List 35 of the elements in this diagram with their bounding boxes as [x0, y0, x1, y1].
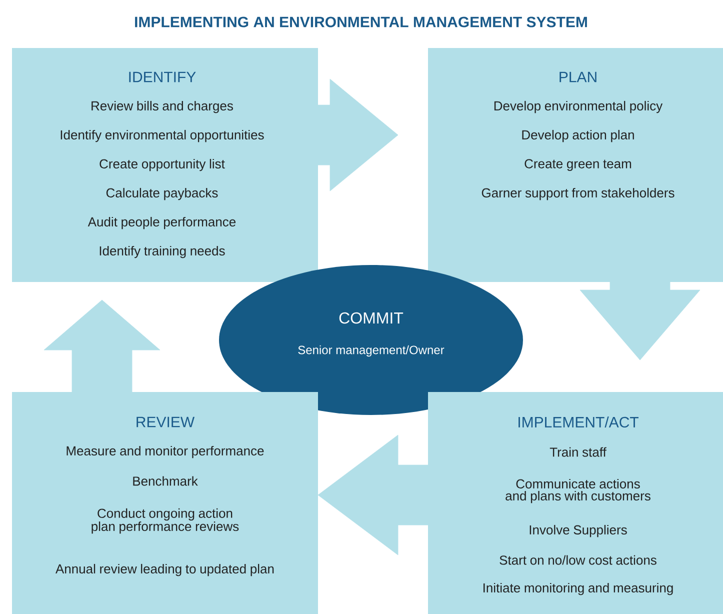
ellipse-text: COMMIT — [339, 312, 404, 324]
box-heading: REVIEW — [136, 416, 195, 428]
list-item: Initiate monitoring and measuring — [484, 582, 673, 596]
list-item: Create opportunity list — [100, 158, 225, 172]
list-item: Calculate paybacks — [106, 188, 218, 200]
box-heading: PLAN — [560, 72, 596, 82]
list-item: Train staff — [550, 447, 606, 457]
block-arrow — [580, 282, 700, 360]
box-heading: IDENTIFY — [129, 72, 196, 82]
box-heading: IMPLEMENT/ACT — [518, 416, 638, 428]
list-item: Create green team — [524, 159, 632, 171]
list-item: Communicate actions and plans with customers — [506, 478, 650, 504]
commit-ellipse — [219, 265, 523, 415]
process-box — [12, 392, 318, 614]
list-item: Develop action plan — [522, 130, 634, 142]
ellipse-text: Senior management/Owner — [298, 345, 444, 357]
process-box — [428, 48, 723, 282]
process-box — [428, 392, 723, 614]
list-item: Identify training needs — [100, 246, 225, 258]
list-item: Review bills and charges — [92, 100, 233, 114]
list-item: Involve Suppliers — [530, 524, 627, 538]
list-item: Conduct ongoing action plan performance reviews — [92, 508, 239, 534]
list-item: Measure and monitor performance — [66, 446, 264, 458]
process-box — [12, 48, 318, 282]
list-item: Garner support from stakeholders — [482, 188, 674, 200]
title: IMPLEMENTING AN ENVIRONMENTAL MANAGEMENT SYSTEM — [135, 16, 587, 28]
block-arrow — [318, 434, 428, 556]
list-item: Start on no/low cost actions — [500, 555, 656, 565]
list-item: Benchmark — [133, 476, 198, 486]
list-item: Identify environmental opportunities — [60, 130, 264, 142]
list-item: Audit people performance — [88, 216, 236, 230]
list-item: Develop environmental policy — [494, 100, 663, 114]
block-arrow — [44, 300, 160, 392]
list-item: Annual review leading to updated plan — [56, 564, 274, 576]
block-arrow — [318, 78, 398, 192]
